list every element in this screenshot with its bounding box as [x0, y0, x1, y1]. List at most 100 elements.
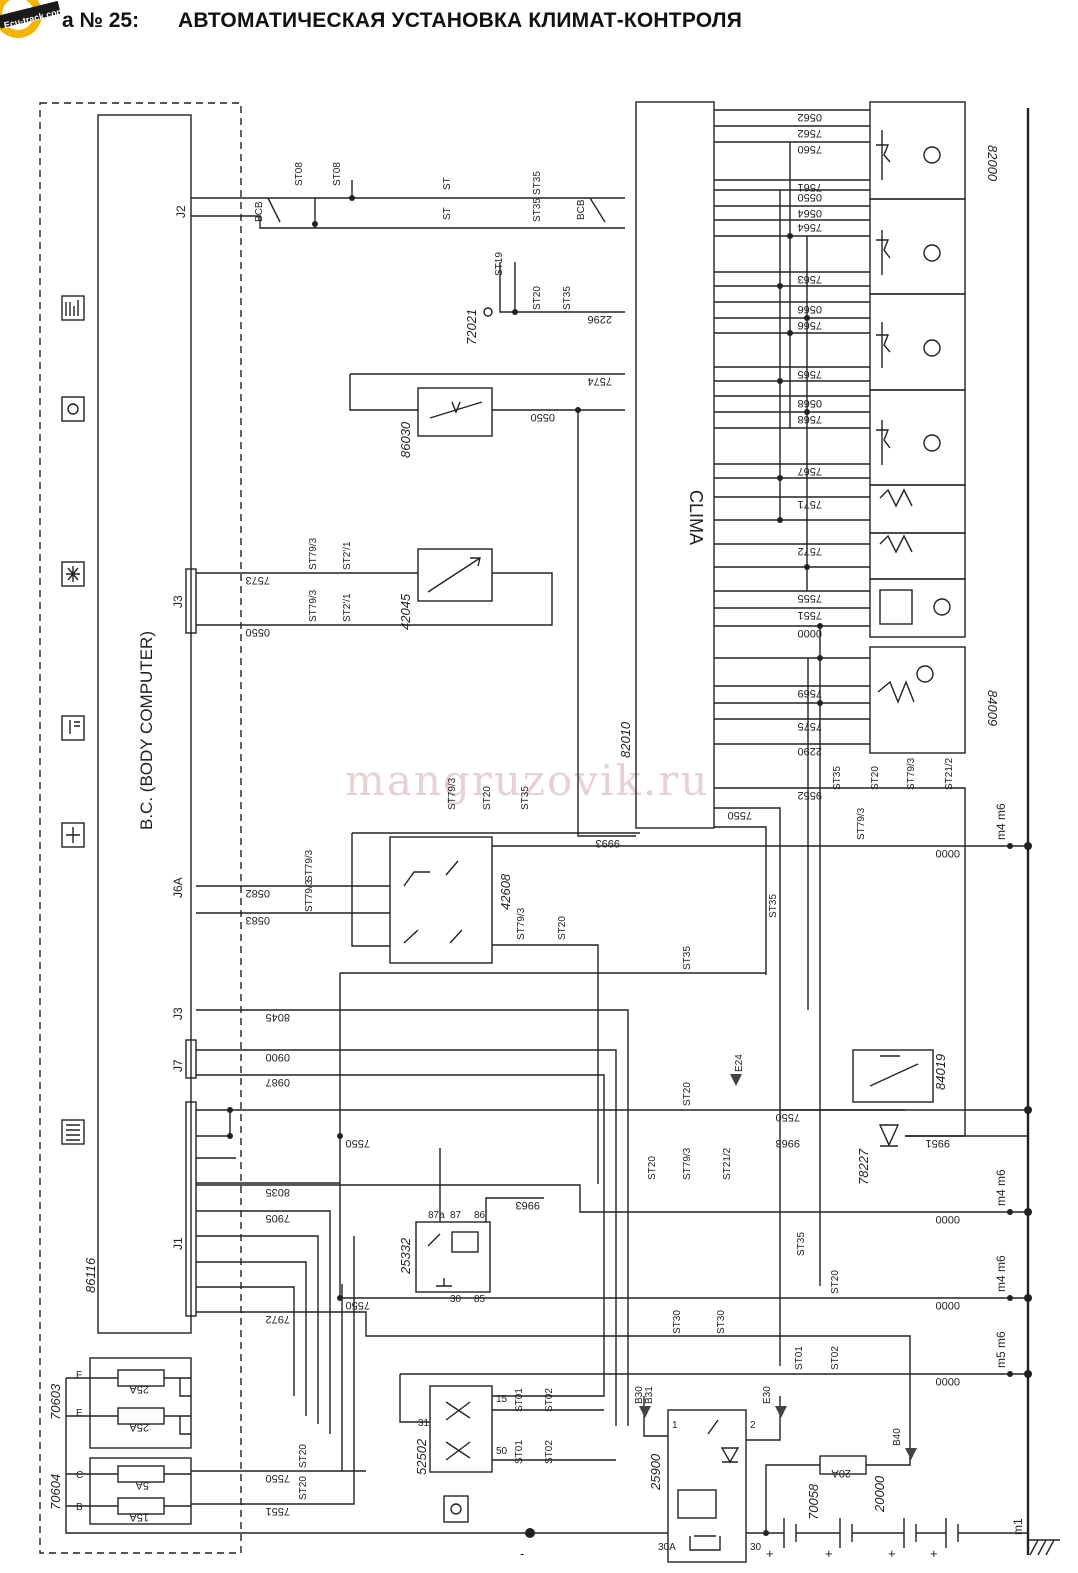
svg-text:ST02: ST02 [544, 1388, 555, 1412]
svg-text:7561: 7561 [798, 181, 822, 193]
motor-box-code: 82000 [985, 145, 1000, 182]
connector-j6a: J6A [171, 877, 185, 898]
svg-text:7568: 7568 [798, 413, 822, 425]
svg-text:ST35: ST35 [796, 1232, 807, 1256]
svg-text:8045: 8045 [266, 1011, 290, 1023]
ground-label-2: m4 m6 [994, 1169, 1008, 1206]
svg-text:ST: ST [442, 207, 453, 220]
svg-text:7564: 7564 [798, 221, 822, 233]
svg-text:30: 30 [450, 1294, 462, 1305]
svg-text:2: 2 [750, 1420, 756, 1431]
svg-text:ST35: ST35 [562, 286, 573, 310]
splice-dots-right [777, 233, 823, 706]
svg-text:B30: B30 [634, 1386, 645, 1404]
svg-text:ST: ST [442, 177, 453, 190]
j2-top-wires [191, 180, 625, 229]
svg-text:ST20: ST20 [647, 1156, 658, 1180]
svg-text:7569: 7569 [798, 687, 822, 699]
svg-text:7572: 7572 [798, 545, 822, 557]
connector-j3: J3 [171, 595, 185, 608]
fuse-e-rating: 25A [129, 1421, 149, 1433]
svg-text:0564: 0564 [798, 207, 822, 219]
svg-text:9993: 9993 [596, 837, 620, 849]
svg-text:0550: 0550 [246, 626, 270, 638]
svg-text:+: + [766, 1546, 774, 1561]
svg-text:0000: 0000 [936, 1299, 960, 1311]
svg-text:7550: 7550 [728, 809, 752, 821]
switch-52502 [429, 1385, 493, 1473]
page-header: Ecu-track.com а № 25: АВТОМАТИЧЕСКАЯ УСТ… [0, 0, 1078, 48]
svg-text:ST30: ST30 [672, 1310, 683, 1334]
svg-text:E: E [76, 1408, 83, 1419]
svg-text:7551: 7551 [266, 1505, 290, 1517]
svg-text:B: B [76, 1502, 83, 1513]
svg-text:7573: 7573 [246, 574, 270, 586]
sensor-42045 [417, 548, 493, 602]
svg-text:ST35: ST35 [768, 894, 779, 918]
fan-icon [61, 295, 85, 321]
signal-markers [639, 1074, 917, 1460]
svg-text:9963: 9963 [776, 1137, 800, 1149]
thermometer-icon [61, 715, 85, 741]
motor-box-2 [869, 198, 966, 295]
svg-text:ST21/2: ST21/2 [944, 757, 955, 790]
svg-text:7550: 7550 [346, 1137, 370, 1149]
svg-text:7550: 7550 [266, 1472, 290, 1484]
svg-text:86: 86 [474, 1210, 486, 1221]
svg-text:85: 85 [474, 1294, 486, 1305]
svg-text:ST01: ST01 [514, 1440, 525, 1464]
svg-text:ST20: ST20 [532, 286, 543, 310]
motor-box-3 [869, 293, 966, 391]
logo: Ecu-track.com [0, 0, 60, 38]
relay-block-42608 [389, 836, 493, 964]
svg-text:ST35: ST35 [682, 946, 693, 970]
svg-text:7565: 7565 [798, 368, 822, 380]
svg-text:0550: 0550 [798, 191, 822, 203]
svg-text:F: F [76, 1370, 82, 1381]
svg-text:2290: 2290 [798, 745, 822, 757]
svg-text:ST79/3: ST79/3 [308, 589, 319, 622]
battery-polarity: + + + + - [520, 1546, 938, 1561]
connector-j7: J7 [171, 1059, 185, 1072]
fuse-f-rating: 25A [129, 1383, 149, 1395]
clima-code: 82010 [618, 721, 633, 758]
clima-label: CLIMA [686, 490, 706, 545]
svg-text:7555: 7555 [798, 592, 822, 604]
svg-text:ST19: ST19 [494, 252, 505, 276]
svg-text:7560: 7560 [798, 143, 822, 155]
sensor-86030 [417, 387, 493, 437]
svg-text:1: 1 [672, 1420, 678, 1431]
svg-text:7566: 7566 [798, 319, 822, 331]
svg-text:0568: 0568 [798, 397, 822, 409]
svg-text:ST01: ST01 [794, 1346, 805, 1370]
j1-wires [196, 973, 1029, 1460]
ground-label-3: m4 m6 [994, 1255, 1008, 1292]
svg-text:2296: 2296 [588, 313, 612, 325]
defrost-rear-icon [61, 396, 85, 422]
svg-text:ST2'/1: ST2'/1 [342, 593, 353, 622]
svg-text:ST35: ST35 [520, 786, 531, 810]
fuse-box-70603 [89, 1357, 192, 1449]
svg-text:ST01: ST01 [514, 1388, 525, 1412]
diagram-title: АВТОМАТИЧЕСКАЯ УСТАНОВКА КЛИМАТ-КОНТРОЛЯ [178, 9, 742, 32]
svg-text:0000: 0000 [936, 1213, 960, 1225]
svg-text:0000: 0000 [936, 847, 960, 859]
svg-text:BCB: BCB [576, 199, 587, 220]
splice-labels: ST08 ST08 ST ST ST35 ST35 BCB BCB ST19 S… [254, 162, 955, 1500]
body-computer-label: B.C. (BODY COMPUTER) [137, 631, 156, 830]
connector-j2: J2 [174, 205, 188, 218]
svg-text:0000: 0000 [798, 627, 822, 639]
svg-text:E30: E30 [762, 1386, 773, 1404]
motor-box-1 [869, 101, 966, 200]
svg-text:ST79/3: ST79/3 [906, 757, 917, 790]
svg-text:7562: 7562 [798, 127, 822, 139]
svg-text:ST79/3: ST79/3 [447, 777, 458, 810]
sensor-86030-wires [349, 373, 625, 411]
svg-text:ST79/3: ST79/3 [308, 537, 319, 570]
svg-text:0582: 0582 [246, 887, 270, 899]
svg-text:7905: 7905 [266, 1212, 290, 1224]
svg-text:0000: 0000 [936, 1375, 960, 1387]
svg-text:ST02: ST02 [544, 1440, 555, 1464]
svg-text:ST08: ST08 [332, 162, 343, 186]
body-computer-code: 86116 [83, 1257, 98, 1293]
